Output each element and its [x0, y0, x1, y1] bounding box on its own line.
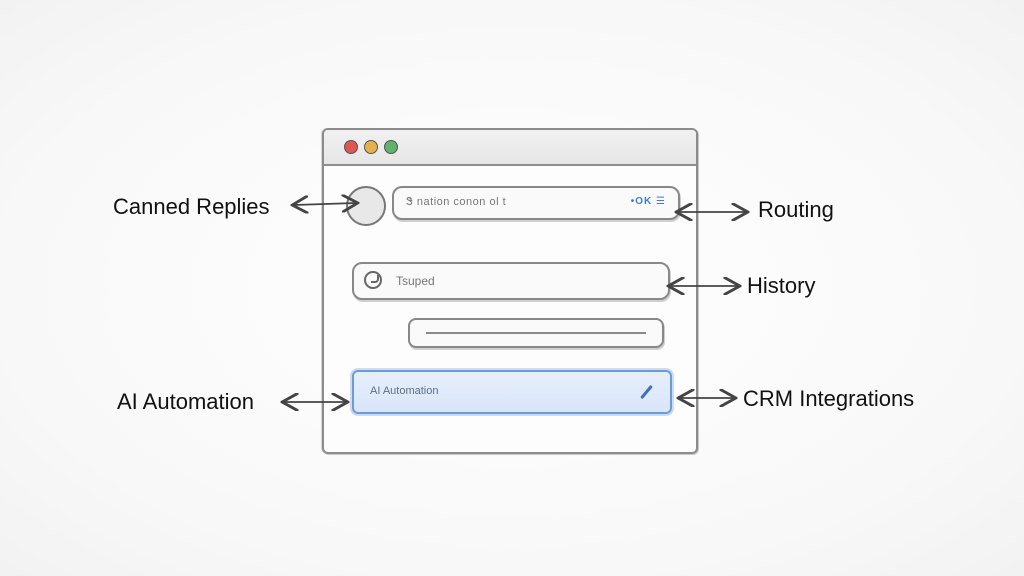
label-history: History: [747, 273, 816, 298]
history-field[interactable]: Tsuped: [352, 262, 670, 300]
history-clock-icon: [364, 271, 382, 289]
app-window: Ꮥ nation conon ol t •OK ☰ Tsuped AI Auto…: [322, 128, 698, 454]
ai-automation-field[interactable]: AI Automation: [352, 370, 672, 414]
placeholder-bar: [408, 318, 664, 348]
label-crm-integrations: CRM Integrations: [743, 386, 915, 411]
history-field-text: Tsuped: [396, 274, 435, 288]
title-bar: [324, 130, 696, 166]
canned-replies-field-text: Ꮥ nation conon ol t: [406, 196, 507, 208]
pencil-icon[interactable]: [640, 384, 653, 400]
label-canned-replies: Canned Replies: [113, 194, 270, 219]
close-dot-icon[interactable]: [344, 140, 358, 154]
avatar[interactable]: [346, 186, 386, 226]
maximize-dot-icon[interactable]: [384, 140, 398, 154]
ai-automation-field-text: AI Automation: [370, 385, 439, 397]
label-ai-automation: AI Automation: [117, 389, 254, 414]
routing-toggle-icon[interactable]: •OK ☰: [630, 196, 666, 207]
minimize-dot-icon[interactable]: [364, 140, 378, 154]
label-routing: Routing: [758, 197, 834, 222]
canned-replies-field[interactable]: Ꮥ nation conon ol t •OK ☰: [392, 186, 680, 220]
placeholder-line: [426, 332, 646, 334]
